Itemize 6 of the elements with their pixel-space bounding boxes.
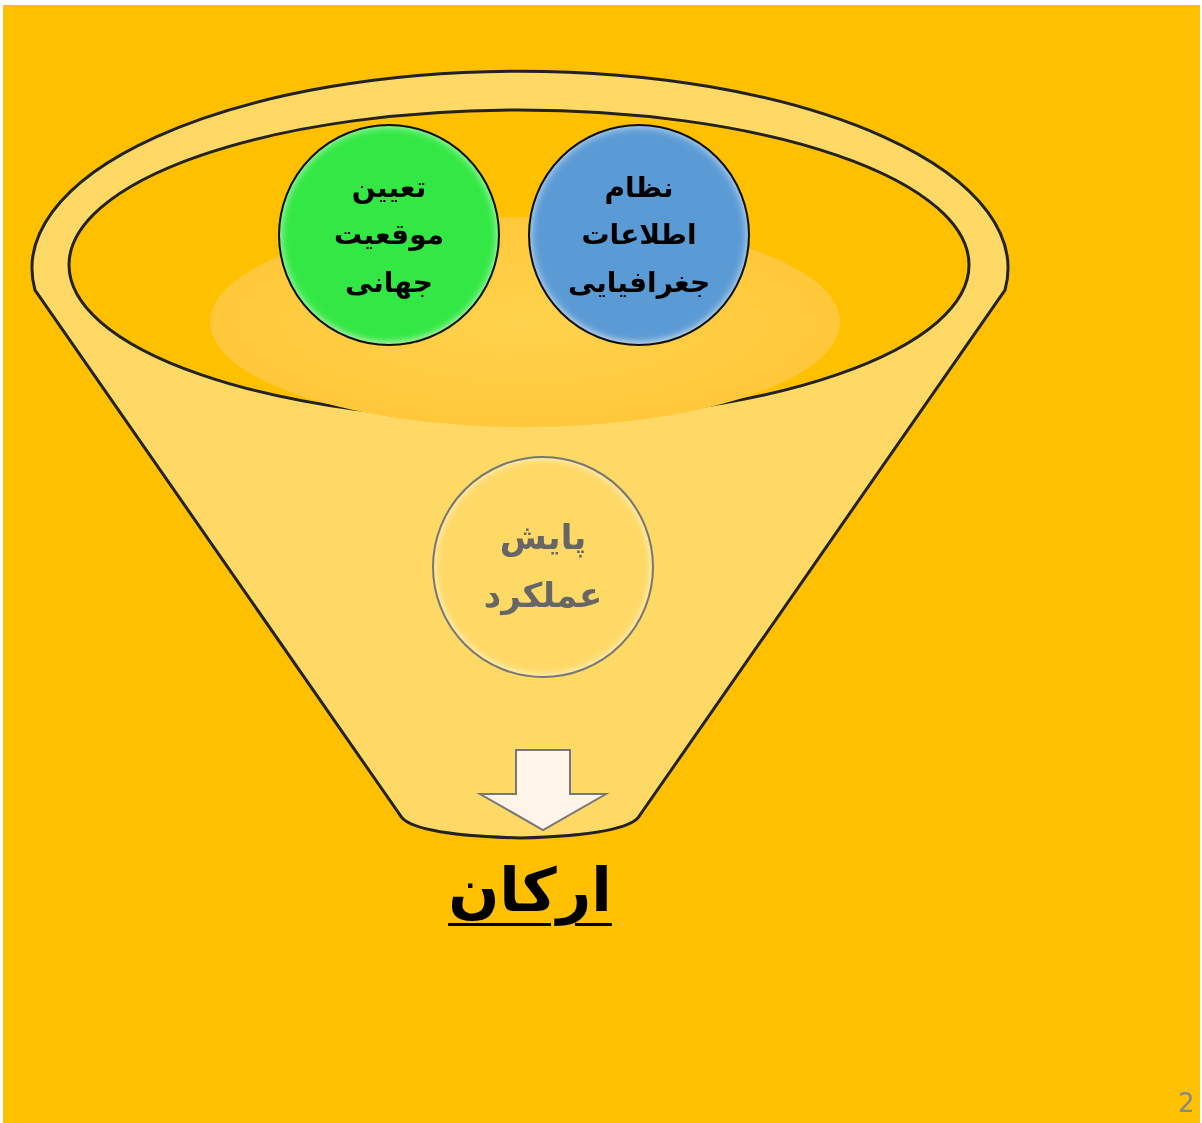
heading-text: ارکان bbox=[448, 854, 612, 928]
block-arrow bbox=[476, 749, 610, 832]
node-label: تعیین موقعیت جهانی bbox=[332, 169, 446, 301]
page-number: 2 bbox=[1178, 1088, 1195, 1118]
node-label: پایش عملکرد bbox=[482, 516, 604, 618]
node-label: نظام اطلاعات جغرافیایی bbox=[566, 169, 712, 301]
